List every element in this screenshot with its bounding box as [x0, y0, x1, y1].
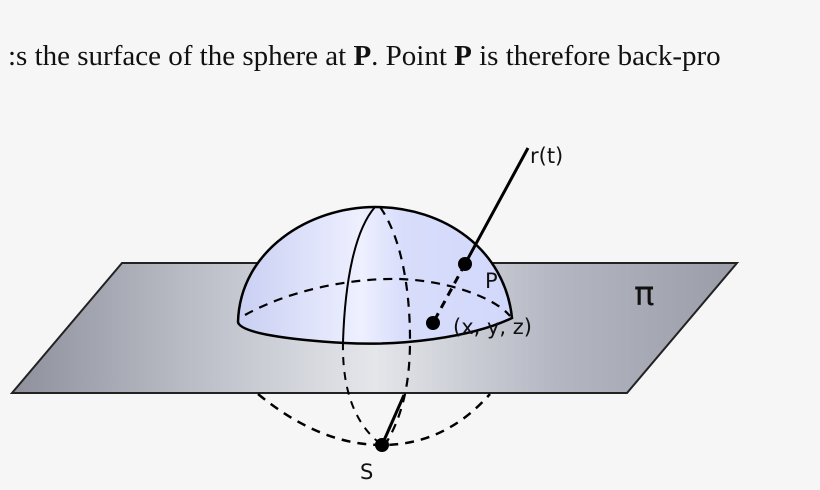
meridian-front-hidden [341, 341, 383, 446]
upper-hemisphere [236, 205, 514, 345]
equator-back [244, 277, 511, 317]
ray-line [463, 147, 530, 265]
ray-to-s [380, 394, 406, 446]
meridian-back [379, 206, 412, 446]
caption-bold-p: P [454, 40, 472, 72]
label-plane-pi: π [634, 274, 654, 314]
point-s-dot [375, 438, 389, 452]
caption-bold-p: P [353, 40, 372, 72]
label-ray: r(t) [530, 144, 563, 168]
caption-part: is therefore back-pro [471, 40, 721, 72]
point-p-dot [458, 257, 472, 271]
meridian-front [342, 206, 376, 343]
label-p: P [485, 269, 498, 293]
ray-hidden-segment [431, 263, 467, 324]
point-xyz-dot [426, 316, 440, 330]
label-s: S [360, 460, 373, 484]
caption-text: :s the surface of the sphere at P. Point… [8, 40, 721, 73]
caption-part: . Point [371, 40, 455, 72]
lower-hemisphere-outline [257, 393, 491, 447]
caption-part: :s the surface of the sphere at [8, 40, 354, 72]
label-xyz: (x, y, z) [453, 315, 532, 339]
